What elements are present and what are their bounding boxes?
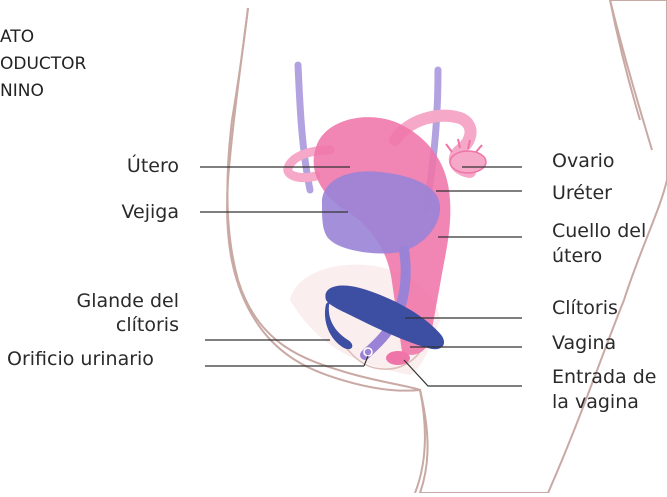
- label-ovario: Ovario: [552, 150, 615, 173]
- title-line-1: ATO: [0, 24, 86, 51]
- left-ureter: [298, 65, 310, 190]
- label-entrada-line1: Entrada de: [552, 366, 656, 389]
- label-clitoris: Clítoris: [552, 297, 618, 320]
- urinary-opening: [364, 348, 372, 356]
- label-glande-line1: Glande del: [76, 290, 179, 313]
- label-ureter: Uréter: [552, 182, 612, 205]
- label-cuello-line2: útero: [552, 245, 602, 268]
- title-line-3: NINO: [0, 78, 86, 105]
- label-glande-line2: clítoris: [116, 314, 179, 337]
- right-contour: [610, 0, 652, 150]
- title-line-2: ODUCTOR: [0, 51, 86, 78]
- label-vagina: Vagina: [552, 332, 616, 355]
- label-vejiga: Vejiga: [122, 201, 179, 224]
- label-orificio: Orificio urinario: [7, 348, 154, 371]
- lower-contour: [342, 380, 425, 493]
- leader-entrada: [404, 360, 522, 386]
- diagram-title: ATO ODUCTOR NINO: [0, 24, 86, 105]
- label-entrada-line2: la vagina: [552, 391, 639, 414]
- label-cuello-line1: Cuello del: [552, 220, 646, 243]
- ovary-shape: [450, 151, 486, 173]
- label-utero: Útero: [127, 155, 179, 178]
